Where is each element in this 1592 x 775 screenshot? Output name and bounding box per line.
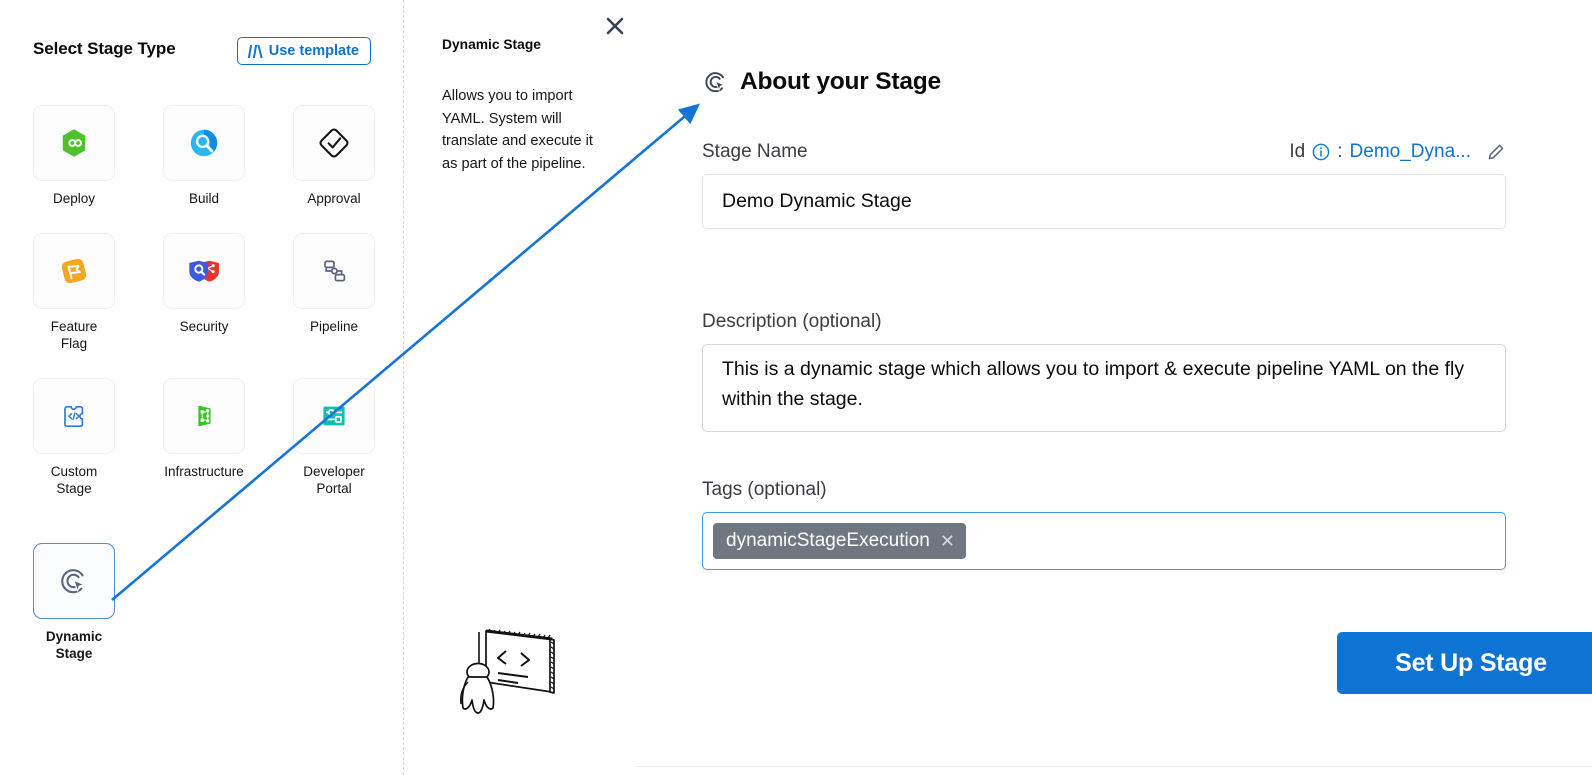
build-magnifier-icon [190, 129, 218, 157]
tags-field-block: Tags (optional) dynamicStageExecution ✕ [702, 478, 1506, 570]
stage-type-card-approval[interactable] [293, 105, 375, 181]
stage-type-row: Custom Stage [33, 378, 375, 497]
tags-label: Tags (optional) [702, 479, 827, 500]
security-shields-icon [189, 260, 219, 282]
infrastructure-nodes-icon [198, 405, 211, 427]
description-field-block: Description (optional) [702, 310, 1506, 437]
stage-type-card-pipeline[interactable] [293, 233, 375, 309]
pencil-icon[interactable] [1486, 142, 1506, 162]
left-panel-header: Select Stage Type Use template [33, 37, 371, 65]
stage-type-row: Feature Flag [33, 233, 375, 352]
stage-type-label: Infrastructure [164, 464, 244, 479]
deploy-hexagon-infinity-icon [62, 129, 86, 157]
stage-info-description: Allows you to import YAML. System will t… [442, 88, 593, 172]
stage-type-cell-deploy: Deploy [33, 105, 115, 207]
stage-type-card-feature-flag[interactable] [33, 233, 115, 309]
about-your-stage-title: About your Stage [740, 68, 941, 95]
tag-chip[interactable]: dynamicStageExecution ✕ [713, 523, 966, 559]
stage-id-separator: : [1337, 141, 1343, 162]
stage-type-label: Developer Portal [303, 464, 365, 496]
stage-type-cell-feature-flag: Feature Flag [33, 233, 115, 352]
stage-type-label: Custom Stage [50, 464, 98, 496]
panel-divider [403, 0, 404, 775]
set-up-stage-button[interactable]: Set Up Stage [1337, 632, 1592, 694]
stage-type-cell-infrastructure: Infrastructure [163, 378, 245, 497]
stage-id-value[interactable]: Demo_Dyna... [1349, 141, 1471, 162]
stage-type-cell-dynamic-stage: Dynamic Stage [33, 543, 115, 662]
stage-type-card-deploy[interactable] [33, 105, 115, 181]
tag-chip-label: dynamicStageExecution [726, 530, 930, 551]
stage-id-group: Id : Demo_Dyna... [1289, 141, 1506, 163]
pipeline-nodes-icon [324, 260, 346, 282]
stage-type-cell-build: Build [163, 105, 245, 207]
stage-type-card-infrastructure[interactable] [163, 378, 245, 454]
description-label: Description (optional) [702, 311, 882, 332]
about-your-stage-panel: About your Stage Stage Name Id : Demo_Dy… [636, 0, 1592, 775]
stage-type-label: Deploy [52, 191, 96, 206]
stage-type-card-security[interactable] [163, 233, 245, 309]
stage-type-label: Pipeline [309, 319, 359, 334]
tags-input[interactable]: dynamicStageExecution ✕ [702, 512, 1506, 570]
feature-flag-icon [61, 258, 87, 284]
developer-portal-icon [323, 406, 345, 426]
person-presenting-code-board-illustration [460, 628, 555, 714]
custom-stage-code-icon [64, 405, 84, 428]
stage-type-cell-security: Security [163, 233, 245, 352]
stage-name-label: Stage Name [702, 141, 808, 162]
use-template-button[interactable]: Use template [236, 37, 371, 65]
dynamic-stage-cursor-target-icon [61, 569, 85, 594]
stage-type-label: Build [188, 191, 220, 206]
about-your-stage-header: About your Stage [702, 68, 941, 96]
stage-type-cell-custom-stage: Custom Stage [33, 378, 115, 497]
stage-type-label: Approval [307, 191, 361, 206]
stage-type-cell-developer-portal: Developer Portal [293, 378, 375, 497]
info-icon[interactable] [1312, 143, 1330, 161]
stage-name-field-block: Stage Name Id : Demo_Dyna... [702, 140, 1506, 229]
stage-type-card-build[interactable] [163, 105, 245, 181]
stage-type-cell-approval: Approval [293, 105, 375, 207]
stage-type-grid: Deploy Build [33, 105, 375, 688]
select-stage-type-panel: Select Stage Type Use template Deploy [0, 0, 403, 775]
chip-remove-icon[interactable]: ✕ [939, 531, 955, 551]
stage-type-label: Security [179, 319, 229, 334]
use-template-label: Use template [268, 43, 359, 59]
stage-type-label: Dynamic Stage [45, 629, 103, 661]
page-title: Select Stage Type [33, 39, 176, 58]
footer-divider [636, 766, 1592, 767]
approval-check-diamond-icon [319, 128, 349, 158]
template-bars-icon [247, 44, 263, 58]
stage-type-row: Dynamic Stage [33, 543, 373, 662]
close-icon[interactable] [604, 15, 626, 37]
stage-type-card-dynamic-stage[interactable] [33, 543, 115, 619]
stage-type-row: Deploy Build [33, 105, 375, 207]
description-textarea[interactable] [702, 344, 1506, 432]
dynamic-stage-cursor-target-icon [705, 72, 725, 93]
stage-type-card-custom-stage[interactable] [33, 378, 115, 454]
stage-type-card-developer-portal[interactable] [293, 378, 375, 454]
stage-type-cell-pipeline: Pipeline [293, 233, 375, 352]
stage-id-label: Id [1289, 141, 1306, 162]
stage-name-input[interactable] [702, 174, 1506, 229]
stage-name-label-row: Stage Name Id : Demo_Dyna... [702, 140, 1506, 164]
stage-info-title: Dynamic Stage [442, 37, 541, 52]
stage-type-label: Feature Flag [50, 319, 98, 351]
